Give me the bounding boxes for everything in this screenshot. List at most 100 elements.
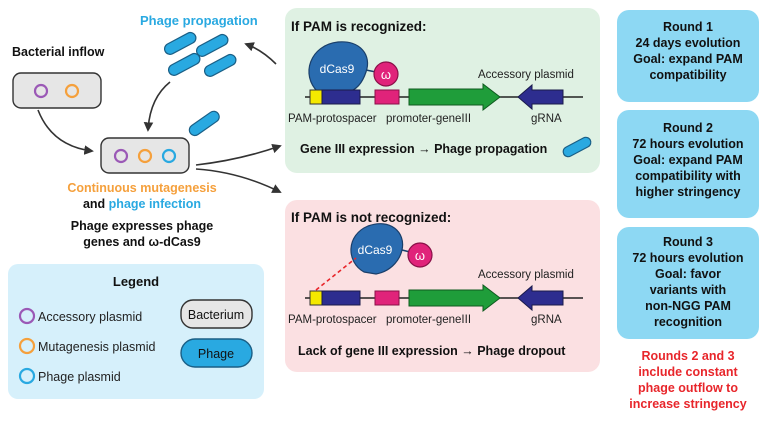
- pam-protospacer-label: PAM-protospacer: [288, 113, 377, 125]
- dcas9-protein: [350, 223, 404, 275]
- expresses-line1: Phage expresses phage: [71, 219, 213, 233]
- accessory-plasmid-label: Accessory plasmid: [478, 269, 574, 281]
- legend-bacterium-label: Bacterium: [188, 308, 244, 322]
- round-1-line: Goal: expand PAM: [633, 52, 743, 66]
- note-line: increase stringency: [629, 397, 746, 411]
- legend-accessory-label: Accessory plasmid: [38, 310, 142, 324]
- and-word: and: [83, 197, 105, 211]
- legend-mutagenesis-icon: [18, 337, 36, 355]
- phage-rod: [188, 110, 220, 137]
- round-3-line: non-NGG PAM: [645, 299, 731, 313]
- round-2-box: Round 2 72 hours evolution Goal: expand …: [617, 110, 759, 218]
- protospacer-element: [321, 89, 361, 105]
- phage-rod: [195, 33, 229, 57]
- stringency-note: Rounds 2 and 3 include constant phage ou…: [629, 349, 746, 411]
- infection-line: and phage infection: [83, 197, 201, 211]
- round-3-line: variants with: [650, 283, 726, 297]
- pam-element: [309, 89, 323, 105]
- bacterial-inflow-label: Bacterial inflow: [12, 45, 105, 59]
- legend: Legend Accessory plasmid Mutagenesis pla…: [8, 264, 264, 399]
- pam-element: [309, 290, 323, 306]
- phage-rod: [167, 52, 201, 76]
- phage-infection-label: phage infection: [109, 197, 201, 211]
- legend-phage-plasmid-icon: [18, 367, 36, 385]
- promoter-geneiii-label: promoter-geneIII: [386, 314, 471, 326]
- bacterium-shape: [100, 137, 190, 174]
- inflow-bacterium: [12, 72, 102, 109]
- grna-label: gRNA: [531, 314, 562, 326]
- branch-arrow-top: [195, 144, 282, 166]
- round-2-line: Round 2: [663, 121, 713, 135]
- continuous-mutagenesis-label: Continuous mutagenesis: [67, 181, 216, 195]
- legend-title: Legend: [113, 274, 159, 289]
- accessory-plasmid-label: Accessory plasmid: [478, 69, 574, 81]
- failed-binding-line: [315, 257, 357, 291]
- panel-top-result: Gene III expression → Phage propagation: [300, 142, 547, 156]
- phage-propagation-label: Phage propagation: [140, 13, 258, 28]
- panel-top-title: If PAM is recognized:: [291, 19, 427, 34]
- protospacer-element: [321, 290, 361, 306]
- round-2-line: 72 hours evolution: [632, 137, 743, 151]
- legend-accessory-icon: [18, 307, 36, 325]
- phage-group-top: [163, 31, 237, 77]
- round-3-line: Round 3: [663, 235, 713, 249]
- promoter-geneiii-label: promoter-geneIII: [386, 113, 471, 125]
- grna-arrow: [517, 284, 564, 312]
- legend-phage-plasmid-label: Phage plasmid: [38, 370, 121, 384]
- legend-bacterium-swatch: [180, 299, 253, 329]
- omega-label: ω: [381, 67, 391, 82]
- round-2-bg: [617, 110, 759, 218]
- round-3-box: Round 3 72 hours evolution Goal: favor v…: [617, 227, 759, 339]
- legend-phage-swatch: [180, 338, 253, 368]
- mutagenesis-plasmid-icon: [64, 83, 80, 99]
- phage-rod: [203, 53, 237, 77]
- round-2-line: higher stringency: [636, 185, 741, 199]
- geneiii-arrow: [408, 82, 501, 112]
- promoter-element: [374, 89, 400, 105]
- bacterium-shape: [12, 72, 102, 109]
- geneiii-arrow: [408, 283, 501, 313]
- round-3-line: Goal: favor: [655, 267, 721, 281]
- dcas9-protein: [308, 41, 369, 93]
- dcas9-label: dCas9: [358, 243, 393, 257]
- accessory-plasmid-icon: [113, 148, 129, 164]
- round-1-bg: [617, 10, 759, 102]
- branch-arrow-bottom: [195, 168, 282, 193]
- round-2-line: compatibility with: [635, 169, 741, 183]
- grna-arrow: [517, 83, 564, 111]
- phage-rod: [562, 136, 592, 158]
- propagation-return-arrow: [244, 42, 277, 65]
- round-3-line: recognition: [654, 315, 722, 329]
- panel-bottom-title: If PAM is not recognized:: [291, 210, 451, 225]
- omega-subunit: [407, 242, 433, 268]
- accessory-plasmid-icon: [33, 83, 49, 99]
- note-line: Rounds 2 and 3: [641, 349, 734, 363]
- infection-arrow: [143, 81, 171, 132]
- omega-label: ω: [415, 248, 425, 263]
- panel-bottom-result: Lack of gene III expression → Phage drop…: [298, 344, 566, 358]
- pam-protospacer-label: PAM-protospacer: [288, 314, 377, 326]
- inflow-arrow: [37, 109, 94, 155]
- phage-plasmid-icon: [161, 148, 177, 164]
- mutagenesis-plasmid-icon: [137, 148, 153, 164]
- expresses-line2: genes and ω-dCas9: [83, 235, 201, 249]
- dcas9-label: dCas9: [320, 62, 355, 76]
- legend-phage-label: Phage: [198, 347, 234, 361]
- round-1-line: 24 days evolution: [636, 36, 741, 50]
- promoter-element: [374, 290, 400, 306]
- legend-mutagenesis-label: Mutagenesis plasmid: [38, 340, 155, 354]
- panel-pam-recognized: If PAM is recognized: dCas9 ω Accessory …: [285, 8, 600, 173]
- round-3-line: 72 hours evolution: [632, 251, 743, 265]
- omega-subunit: [373, 61, 399, 87]
- round-2-line: Goal: expand PAM: [633, 153, 743, 167]
- grna-label: gRNA: [531, 113, 562, 125]
- round-1-line: compatibility: [649, 68, 726, 82]
- phage-rod: [163, 31, 197, 55]
- note-line: include constant: [638, 365, 738, 379]
- round-1-box: Round 1 24 days evolution Goal: expand P…: [617, 10, 759, 102]
- panel-pam-not-recognized: If PAM is not recognized: dCas9 ω Access…: [285, 200, 600, 372]
- round-1-line: Round 1: [663, 20, 713, 34]
- round-3-bg: [617, 227, 759, 339]
